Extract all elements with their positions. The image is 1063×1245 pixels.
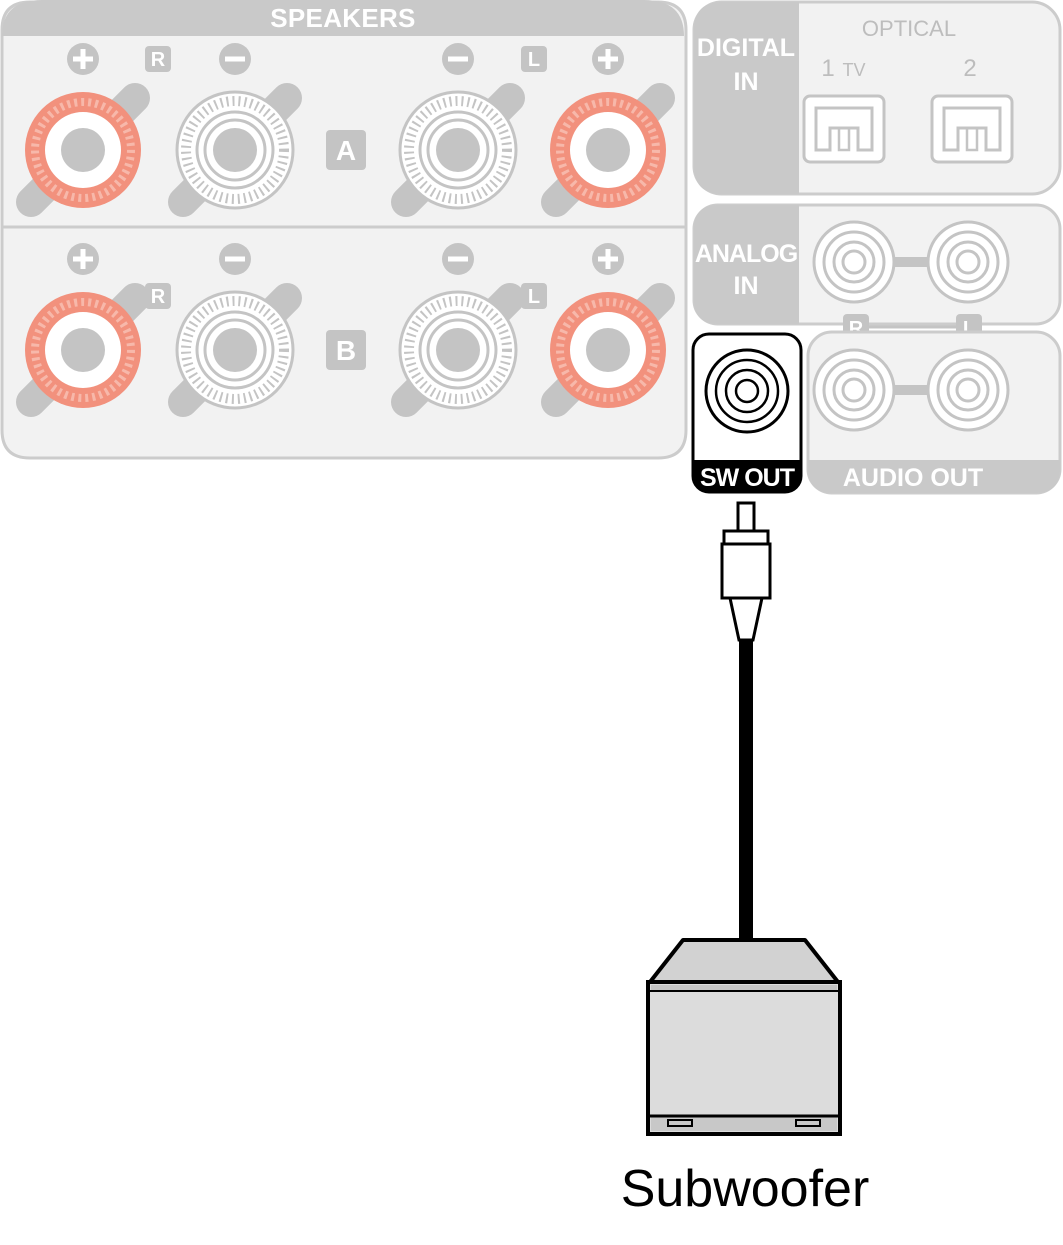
channel-r-badge: R [145, 46, 171, 72]
svg-text:L: L [528, 286, 540, 308]
negative-speaker-terminal [168, 283, 302, 417]
negative-symbol-icon [219, 43, 251, 75]
analog-in-l-jack [926, 220, 1010, 304]
sw-out-label: SW OUT [700, 464, 795, 492]
optical-port1-number: 1 [821, 55, 834, 82]
negative-speaker-terminal [391, 83, 525, 217]
svg-text:R: R [151, 286, 166, 308]
rca-plug [720, 501, 772, 642]
positive-speaker-terminal [16, 283, 150, 417]
positive-speaker-terminal [541, 283, 675, 417]
positive-speaker-terminal [541, 83, 675, 217]
channel-r-badge: R [145, 283, 171, 309]
negative-symbol-icon [219, 243, 251, 275]
channel-l-badge: L [521, 283, 547, 309]
digital-in-label-line1: DIGITAL [697, 34, 795, 62]
optical-port1-tv-label: TV [842, 60, 865, 80]
optical-port-2 [930, 94, 1014, 164]
svg-text:L: L [528, 49, 540, 71]
speakers-panel: SPEAKERS R L A R L [0, 0, 688, 460]
subwoofer-icon [646, 938, 842, 1136]
sw-out-jack [704, 348, 790, 434]
subwoofer-caption: Subwoofer [621, 1160, 870, 1218]
positive-symbol-icon [592, 43, 624, 75]
channel-l-badge: L [521, 46, 547, 72]
optical-label: OPTICAL [862, 16, 956, 41]
digital-in-label-line2: IN [734, 68, 759, 96]
audio-out-r-jack [812, 348, 896, 432]
negative-symbol-icon [442, 243, 474, 275]
optical-port2-number: 2 [963, 55, 976, 82]
digital-in-panel: DIGITAL IN OPTICAL 1 TV 2 [692, 0, 1062, 196]
audio-out-label-bar [808, 460, 1060, 493]
sw-out-terminal: SW OUT [691, 332, 803, 494]
audio-out-l-jack [926, 348, 1010, 432]
row-a-badge: A [326, 130, 366, 170]
analog-in-label-line1: ANALOG [695, 240, 797, 268]
row-b-badge: B [326, 330, 366, 370]
positive-speaker-terminal [16, 83, 150, 217]
svg-text:A: A [336, 135, 356, 166]
analog-in-link-bar [890, 257, 934, 267]
analog-in-r-jack [812, 220, 896, 304]
subwoofer-cable [739, 640, 753, 940]
analog-in-label-line2: IN [734, 272, 759, 300]
audio-out-panel: AUDIO OUT [806, 330, 1062, 495]
positive-symbol-icon [67, 243, 99, 275]
analog-in-label-block [694, 205, 799, 324]
sw-out-label-bar [693, 460, 801, 492]
speakers-header-bar [2, 0, 684, 36]
speaker-terminals [16, 83, 675, 417]
negative-speaker-terminal [391, 283, 525, 417]
positive-symbol-icon [67, 43, 99, 75]
analog-in-panel: ANALOG IN [692, 203, 1062, 326]
audio-out-label: AUDIO OUT [843, 464, 983, 492]
svg-text:R: R [151, 49, 166, 71]
digital-in-label-block [694, 2, 799, 194]
positive-symbol-icon [592, 243, 624, 275]
svg-text:B: B [336, 335, 356, 366]
negative-speaker-terminal [168, 83, 302, 217]
optical-port-1 [802, 94, 886, 164]
speakers-title: SPEAKERS [270, 3, 415, 33]
negative-symbol-icon [442, 43, 474, 75]
audio-out-link-bar [890, 385, 934, 395]
